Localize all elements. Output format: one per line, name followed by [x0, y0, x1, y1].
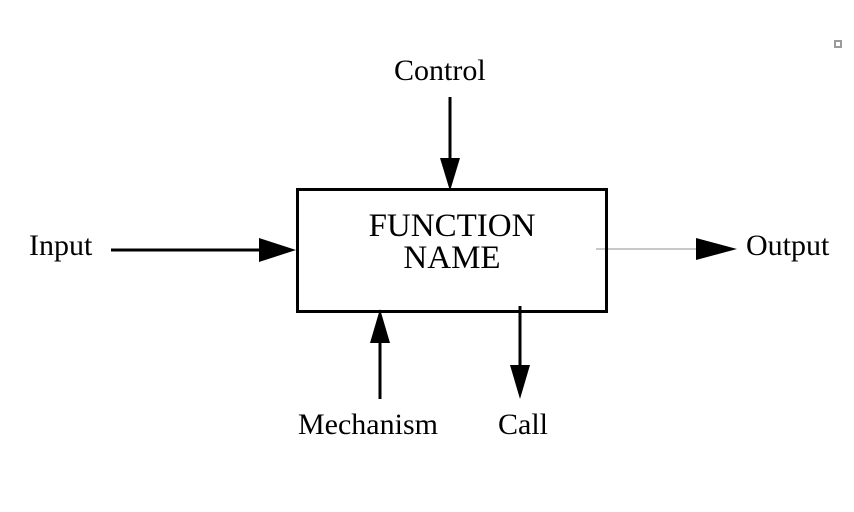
call-arrowhead — [510, 365, 530, 399]
input-arrowhead — [259, 238, 296, 262]
resize-handle[interactable] — [834, 40, 842, 48]
mechanism-label: Mechanism — [298, 408, 438, 441]
function-name-line2: NAME — [403, 239, 501, 276]
output-arrowhead — [696, 238, 737, 260]
input-arrow — [111, 238, 296, 262]
mechanism-arrowhead — [370, 309, 390, 343]
function-box: FUNCTION NAME — [296, 188, 608, 313]
call-label: Call — [498, 408, 548, 441]
input-label: Input — [29, 229, 93, 262]
control-arrow — [440, 97, 460, 191]
mechanism-arrow — [370, 309, 390, 399]
function-name-line1: FUNCTION — [368, 207, 536, 244]
control-arrowhead — [440, 158, 460, 191]
output-label: Output — [746, 229, 830, 262]
control-label: Control — [394, 54, 486, 87]
call-arrow — [510, 306, 530, 399]
output-arrow — [596, 238, 737, 260]
